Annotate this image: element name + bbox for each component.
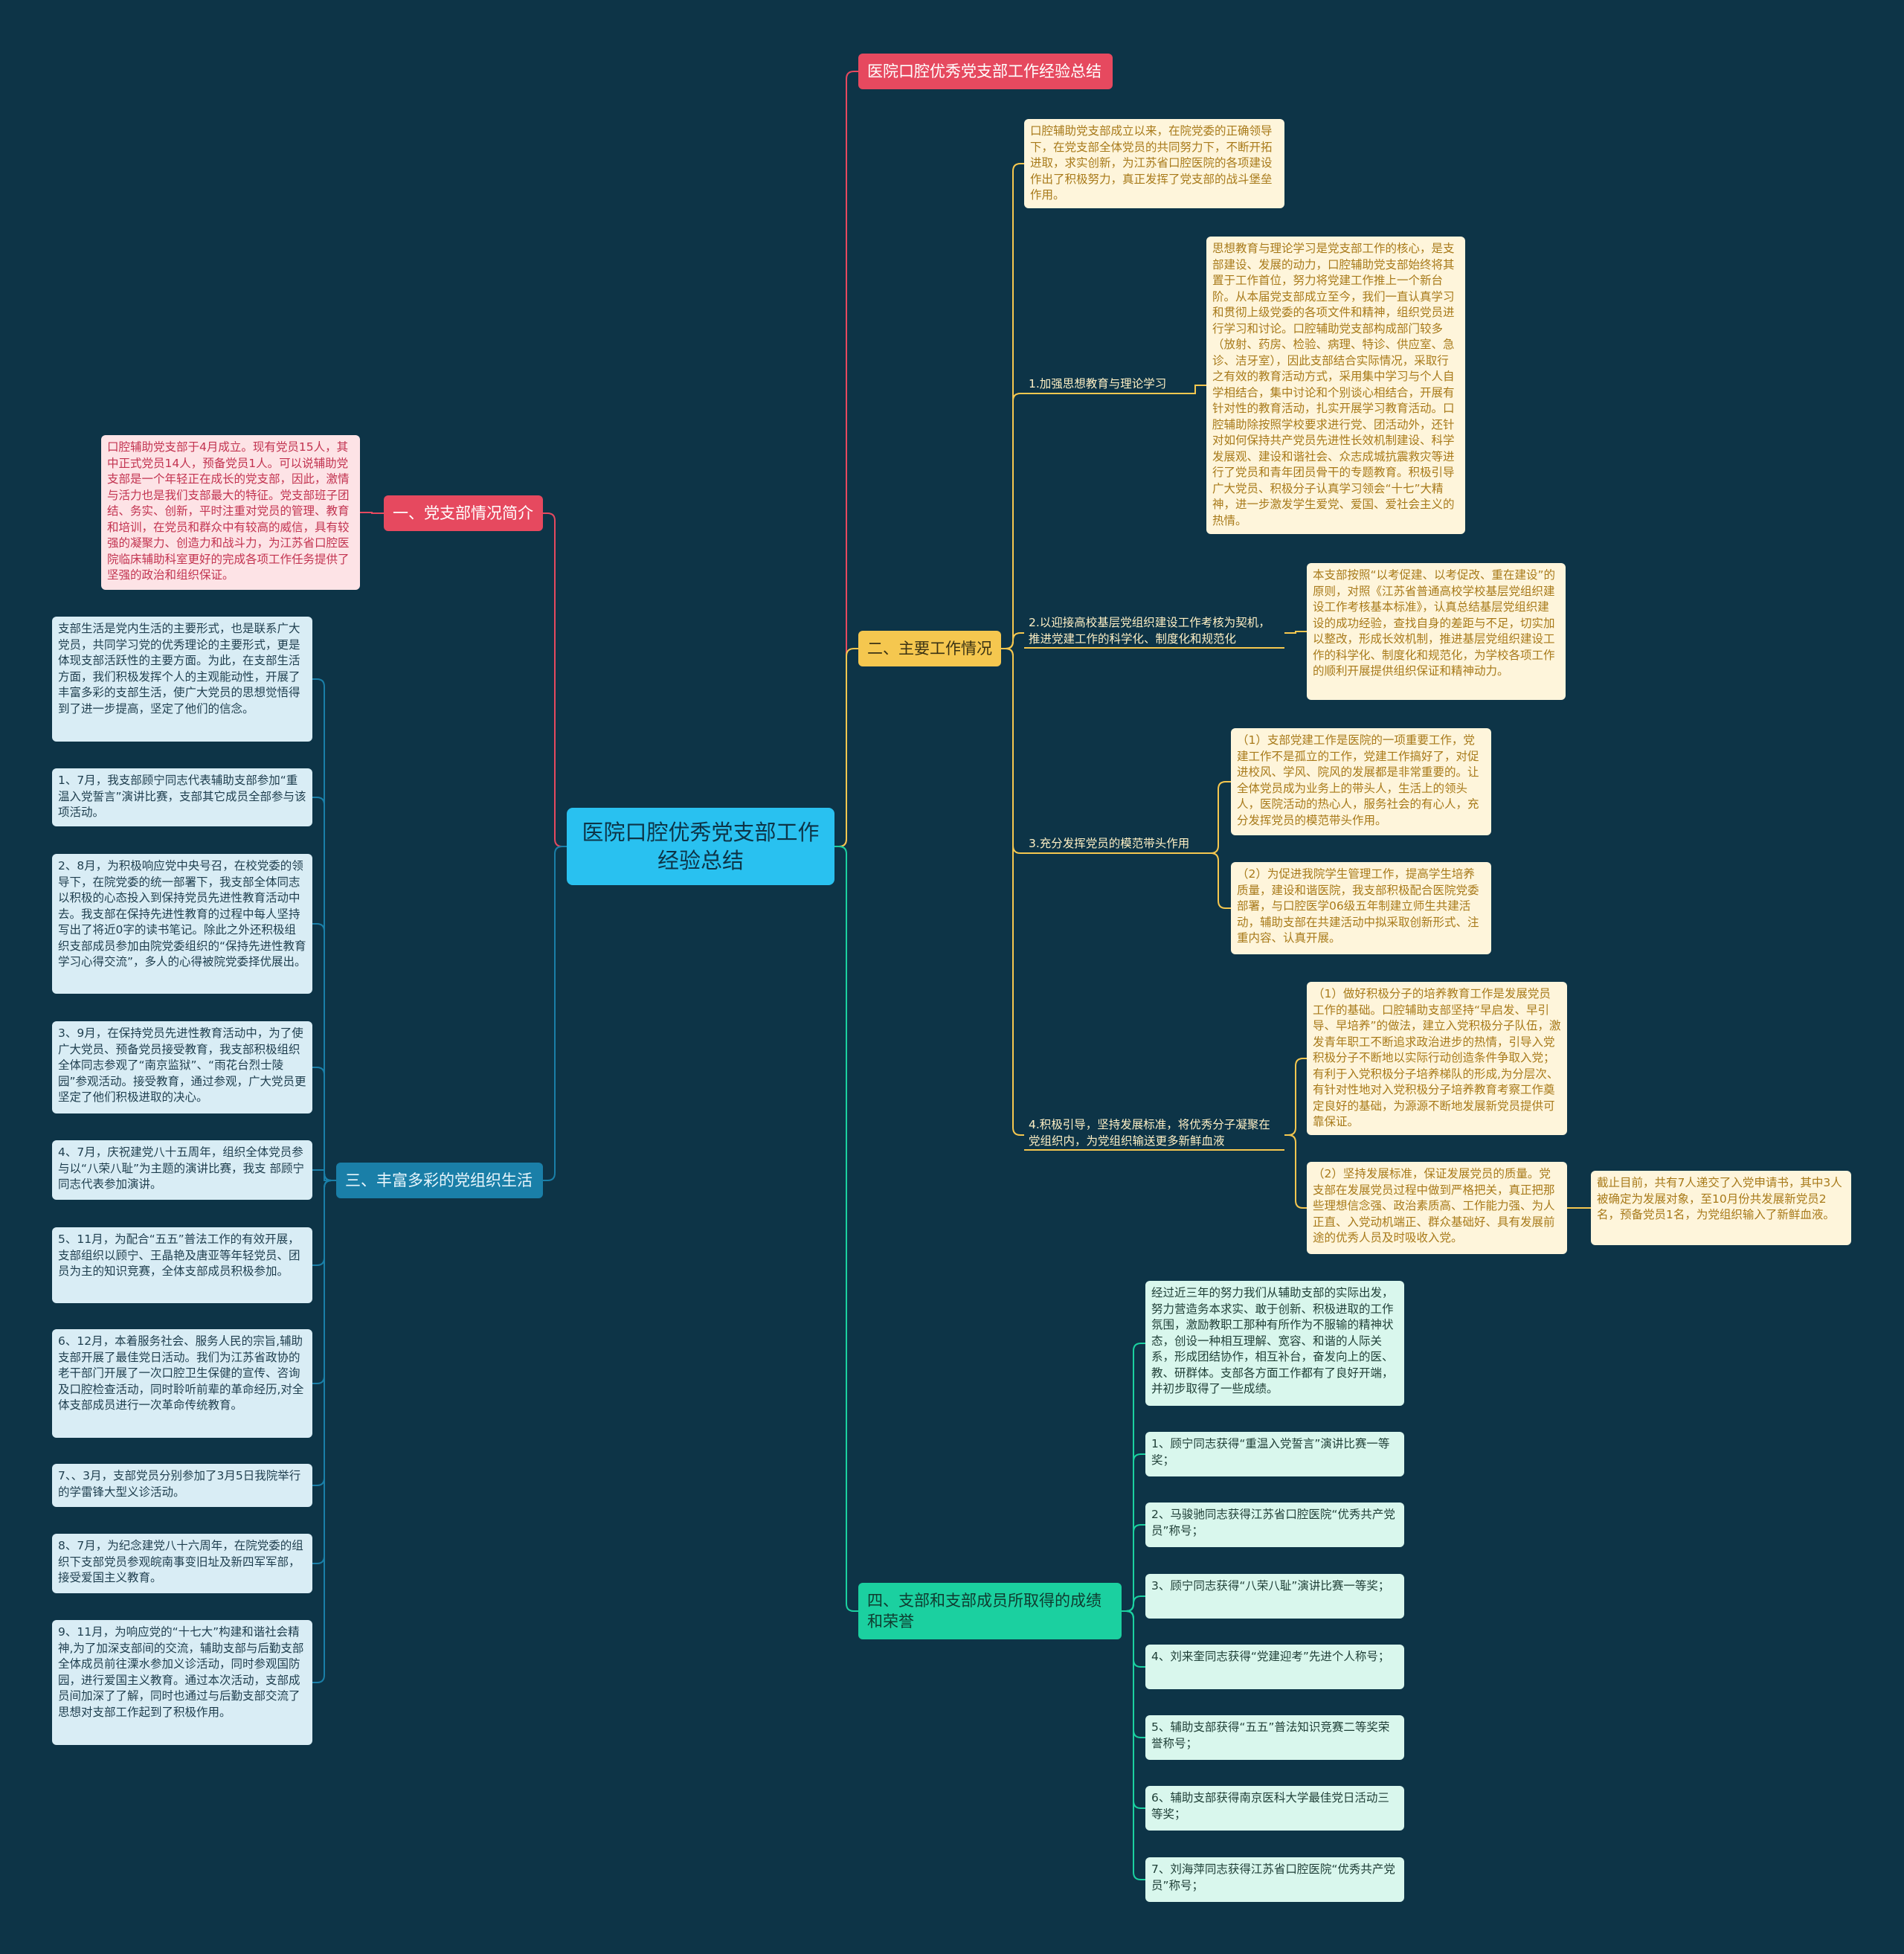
work-sub-4-text-1[interactable]: （1）做好积极分子的培养教育工作是发展党员工作的基础。口腔辅助支部坚持“早启发、… [1307,982,1567,1135]
achievement-item[interactable]: 经过近三年的努力我们从辅助支部的实际出发，努力营造务本求实、敢于创新、积极进取的… [1145,1281,1404,1406]
edge-root-branch2 [834,648,858,847]
party-life-item[interactable]: 9、11月，为响应党的“十七大”构建和谐社会精神,为了加深支部间的交流，辅助支部… [52,1620,312,1745]
work-sub-3-label[interactable]: 3.充分发挥党员的模范带头作用 [1024,836,1206,854]
work-sub-1-text[interactable]: 思想教育与理论学习是党支部工作的核心，是支部建设、发展的动力，口腔辅助党支部始终… [1206,237,1465,534]
edge-branch3-item [312,1169,336,1181]
edge-sub3-text2 [1206,852,1231,909]
edge-branch4-item [1122,1524,1145,1612]
work-sub-4-label[interactable]: 4.积极引导，坚持发展标准，将优秀分子凝聚在党组织内，为党组织输送更多新鲜血液 [1024,1117,1284,1151]
edge-branch2-sub [1001,632,1024,649]
branch-party-life[interactable]: 三、丰富多彩的党组织生活 [336,1163,543,1198]
edge-sub2-text [1284,631,1307,634]
branch-achievements[interactable]: 四、支部和支部成员所取得的成绩和荣誉 [858,1583,1122,1639]
party-life-item[interactable]: 8、7月，为纪念建党八十六周年，在院党委的组织下支部党员参观皖南事变旧址及新四军… [52,1534,312,1593]
party-life-item[interactable]: 5、11月，为配合“五五”普法工作的有效开展，支部组织以顾宁、王晶艳及唐亚等年轻… [52,1227,312,1303]
party-life-item[interactable]: 7、、3月，支部党员分别参加了3月5日我院举行的学雷锋大型义诊活动。 [52,1464,312,1507]
achievement-item[interactable]: 5、辅助支部获得“五五”普法知识竞赛二等奖荣誉称号； [1145,1715,1404,1760]
main-work-intro[interactable]: 口腔辅助党支部成立以来，在院党委的正确领导下，在党支部全体党员的共同努力下，不断… [1024,119,1284,208]
work-sub-4-text-3[interactable]: 截止目前，共有7人递交了入党申请书，其中3人被确定为发展对象，至10月份共发展新… [1591,1171,1851,1245]
work-sub-3-text-1[interactable]: （1）支部党建工作是医院的一项重要工作，党建工作不是孤立的工作，党建工作搞好了，… [1231,728,1491,835]
party-life-item[interactable]: 4、7月，庆祝建党八十五周年，组织全体党员参与以“八荣八耻”为主题的演讲比赛，我… [52,1140,312,1200]
edge-branch2-sub [1001,648,1024,1136]
edge-sub4-text2 [1284,1134,1307,1209]
party-life-item[interactable]: 1、7月，我支部顾宁同志代表辅助支部参加“重温入党誓言”演讲比赛，支部其它成员全… [52,768,312,826]
achievement-item[interactable]: 6、辅助支部获得南京医科大学最佳党日活动三等奖； [1145,1786,1404,1831]
work-sub-1-label[interactable]: 1.加强思想教育与理论学习 [1024,376,1183,394]
party-life-item[interactable]: 3、9月，在保持党员先进性教育活动中，为了使广大党员、预备党员接受教育，我支部积… [52,1021,312,1113]
branch-party-overview[interactable]: 一、党支部情况简介 [384,495,543,531]
edge-branch3-item [312,1067,336,1181]
edge-sub4-text1 [1284,1058,1307,1136]
edge-branch4-item [1122,1610,1145,1880]
party-overview-text[interactable]: 口腔辅助党支部于4月成立。现有党员15人，其中正式党员14人，预备党员1人。可以… [101,435,360,590]
achievement-item[interactable]: 3、顾宁同志获得“八荣八耻”演讲比赛一等奖； [1145,1574,1404,1619]
work-sub-2-label[interactable]: 2.以迎接高校基层党组织建设工作考核为契机，推进党建工作的科学化、制度化和规范化 [1024,615,1284,649]
party-life-item[interactable]: 6、12月，本着服务社会、服务人民的宗旨,辅助支部开展了最佳党日活动。我们为江苏… [52,1329,312,1438]
edge-sub3-text1 [1206,781,1231,854]
edge-root-branch4 [834,846,858,1612]
achievement-item[interactable]: 1、顾宁同志获得“重温入党誓言”演讲比赛一等奖； [1145,1432,1404,1476]
top-title-tag[interactable]: 医院口腔优秀党支部工作经验总结 [858,54,1113,89]
edge-sub1-text [1183,385,1206,394]
achievement-item[interactable]: 2、马骏驰同志获得江苏省口腔医院“优秀共产党员”称号； [1145,1503,1404,1547]
achievement-item[interactable]: 4、刘来奎同志获得“党建迎考”先进个人称号； [1145,1645,1404,1689]
party-life-item[interactable]: 2、8月，为积极响应党中央号召，在校党委的领导下，在院党委的统一部署下，我支部全… [52,854,312,994]
work-sub-4-text-2[interactable]: （2）坚持发展标准，保证发展党员的质量。党支部在发展党员过程中做到严格把关，真正… [1307,1162,1567,1254]
party-life-item[interactable]: 支部生活是党内生活的主要形式，也是联系广大党员，共同学习党的优秀理论的主要形式，… [52,617,312,742]
edge-branch2-sub [1001,393,1024,649]
root-topic[interactable]: 医院口腔优秀党支部工作 经验总结 [567,808,834,885]
edge-branch3-item [312,1180,336,1683]
work-sub-2-text[interactable]: 本支部按照“以考促建、以考促改、重在建设”的原则，对照《江苏省普通高校学校基层党… [1307,563,1566,700]
achievement-item[interactable]: 7、刘海萍同志获得江苏省口腔医院“优秀共产党员”称号； [1145,1857,1404,1902]
edge-branch1-text [360,512,384,514]
edge-root-branch3 [543,846,567,1181]
branch-main-work[interactable]: 二、主要工作情况 [858,631,1001,666]
work-sub-3-text-2[interactable]: （2）为促进我院学生管理工作，提高学生培养质量，建设和谐医院，我支部积极配合医院… [1231,862,1491,954]
edge-root-branch1 [543,512,567,847]
